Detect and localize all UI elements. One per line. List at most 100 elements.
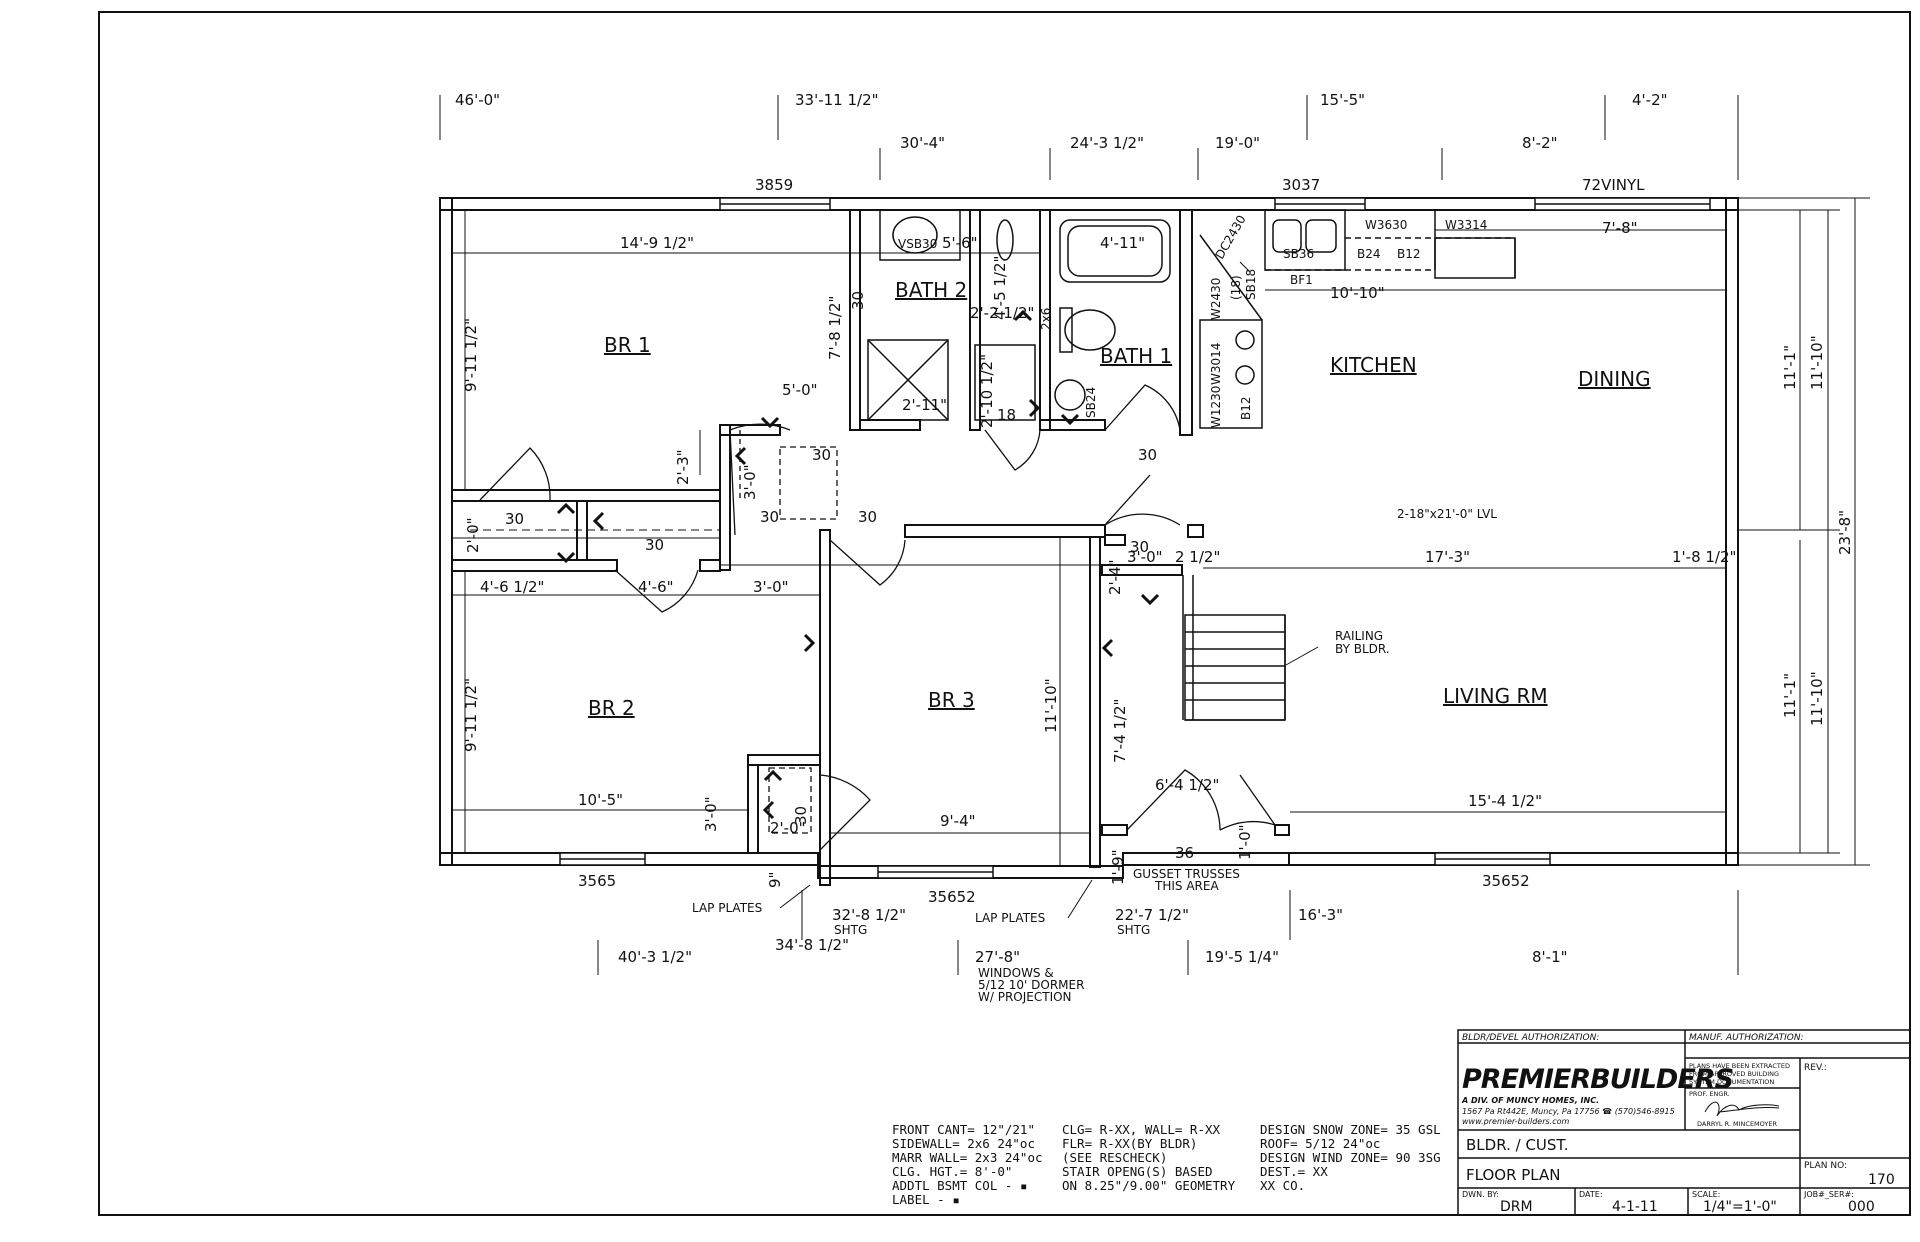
plan-notes: 2-18"x21'-0" LVL RAILING BY BLDR. xyxy=(1335,507,1497,656)
tb-dwn-by-label: DWN. BY: xyxy=(1462,1190,1499,1199)
tb-plans-note: SYSTEM DOCUMENTATION xyxy=(1689,1078,1774,1086)
windows xyxy=(559,197,1711,879)
label-w3014: W3014 xyxy=(1209,343,1223,385)
company-logo: PREMIERBUILDERS xyxy=(1462,1064,1733,1095)
tb-plans-note: PLANS HAVE BEEN EXTRACTED xyxy=(1689,1062,1790,1070)
window-top-3: 72VINYL xyxy=(1582,176,1645,194)
door-size: 30 xyxy=(812,446,831,464)
dim-top-overall: 46'-0" xyxy=(455,91,500,109)
interior-dimensions: 14'-9 1/2" 9'-11 1/2" 10'-5" 9'-11 1/2" … xyxy=(462,219,1854,888)
dim-bottom-mid-2: 22'-7 1/2" xyxy=(1115,906,1189,924)
dim-hall-b: 4'-6" xyxy=(638,578,674,596)
label-bf1: BF1 xyxy=(1290,273,1313,287)
tb-job-label: JOB#_SER#: xyxy=(1803,1190,1854,1199)
stairs xyxy=(1182,575,1286,721)
dim-bath2-a: 5'-6" xyxy=(942,234,978,252)
window-bottom-2: 35652 xyxy=(928,888,976,906)
tb-prof-engr: PROF. ENGR. xyxy=(1689,1090,1730,1098)
dim-br3-width: 9'-4" xyxy=(940,812,976,830)
tb-job: 000 xyxy=(1848,1199,1875,1215)
tb-date: 4-1-11 xyxy=(1612,1199,1658,1215)
dim-bottom-5: 8'-1" xyxy=(1532,948,1568,966)
dim-right-h2: 11'-10" xyxy=(1808,335,1826,390)
tb-division: A DIV. OF MUNCY HOMES, INC. xyxy=(1461,1096,1599,1105)
dim-br3-height: 11'-10" xyxy=(1042,678,1060,733)
note-col3: ROOF= 5/12 24"oc xyxy=(1260,1136,1380,1151)
dim-living-width: 17'-3" xyxy=(1425,548,1470,566)
note-col3: XX CO. xyxy=(1260,1178,1305,1193)
railing-note-2: BY BLDR. xyxy=(1335,642,1390,656)
dim-hall-c: 3'-0" xyxy=(753,578,789,596)
shtg-label-2: SHTG xyxy=(1117,923,1150,937)
dim-top-row2-4: 8'-2" xyxy=(1522,134,1558,152)
dim-top-3: 15'-5" xyxy=(1320,91,1365,109)
room-label-br1: BR 1 xyxy=(604,333,651,357)
dim-top-row2-3: 19'-0" xyxy=(1215,134,1260,152)
tb-bldr-cust: BLDR. / CUST. xyxy=(1466,1136,1569,1154)
tb-dwn-by: DRM xyxy=(1500,1199,1533,1215)
door-size: 30 xyxy=(849,291,867,310)
door-size: 18 xyxy=(997,406,1016,424)
dim-bottom-mid-3: 16'-3" xyxy=(1298,906,1343,924)
dim-dining-width: 7'-8" xyxy=(1602,219,1638,237)
dim-living-right: 1'-8 1/2" xyxy=(1672,548,1736,566)
dim-living-width-2: 15'-4 1/2" xyxy=(1468,792,1542,810)
note-col1: ADDTL BSMT COL - ▪ xyxy=(892,1178,1027,1193)
label-vsb30: VSB30 xyxy=(898,237,937,251)
door-size: 30 xyxy=(792,806,810,825)
bath-fixtures xyxy=(867,209,1171,421)
railing-note-1: RAILING xyxy=(1335,629,1383,643)
engineer-signature xyxy=(1704,1101,1780,1117)
dim-right-h3: 11'-1" xyxy=(1781,673,1799,718)
dim-right-h4: 11'-10" xyxy=(1808,671,1826,726)
dim-bottom-1: 40'-3 1/2" xyxy=(618,948,692,966)
dim-br1-width: 14'-9 1/2" xyxy=(620,234,694,252)
dim-top-2: 33'-11 1/2" xyxy=(795,91,879,109)
door-size: 30 xyxy=(505,510,524,528)
tb-date-label: DATE: xyxy=(1579,1190,1603,1199)
room-label-dining: DINING xyxy=(1578,367,1651,391)
dim-stair-e: 6'-4 1/2" xyxy=(1155,776,1219,794)
dim-top-row2-2: 24'-3 1/2" xyxy=(1070,134,1144,152)
tb-scale-label: SCALE: xyxy=(1692,1190,1720,1199)
bottom-dimensions: 3565 35652 35652 40'-3 1/2" 34'-8 1/2" 2… xyxy=(578,867,1568,1004)
dim-top-row2-1: 30'-4" xyxy=(900,134,945,152)
dim-right-h1: 11'-1" xyxy=(1781,345,1799,390)
room-label-kitchen: KITCHEN xyxy=(1330,353,1417,377)
title-block xyxy=(1457,1029,1911,1216)
lap-plates-label-1: LAP PLATES xyxy=(692,901,762,915)
label-b12-2: B12 xyxy=(1239,396,1253,420)
dim-bottom-4: 19'-5 1/4" xyxy=(1205,948,1279,966)
note-col1: MARR WALL= 2x3 24"oc xyxy=(892,1150,1043,1165)
dim-bath2-d: 2'-2 1/2" xyxy=(970,304,1034,322)
note-col1: LABEL - ▪ xyxy=(892,1192,960,1207)
dim-br2-width: 10'-5" xyxy=(578,791,623,809)
tb-plan-no: 170 xyxy=(1868,1172,1895,1188)
tb-rev: REV.: xyxy=(1804,1063,1827,1073)
dim-top-4: 4'-2" xyxy=(1632,91,1668,109)
tb-web: www.premier-builders.com xyxy=(1462,1117,1570,1126)
note-col3: DEST.= XX xyxy=(1260,1164,1328,1179)
tb-engineer: DARRYL R. MINCEMOYER xyxy=(1697,1120,1778,1128)
dim-kitchen-width: 10'-10" xyxy=(1330,284,1385,302)
dim-stair-c: 2'-4" xyxy=(1106,559,1124,595)
gusset-note-1: GUSSET TRUSSES xyxy=(1133,867,1240,881)
beam-note: 2-18"x21'-0" LVL xyxy=(1397,507,1497,521)
fixture-labels: VSB30 SB36 B24 B12 W3630 W3314 BF1 DC243… xyxy=(898,213,1487,428)
door-size: 30 xyxy=(760,508,779,526)
room-labels: BR 1 BR 2 BR 3 BATH 2 BATH 1 KITCHEN DIN… xyxy=(588,278,1651,720)
tb-address: 1567 Pa Rt442E, Muncy, Pa 17756 ☎ (570)5… xyxy=(1462,1107,1675,1116)
door-size-labels: 30 30 30 30 30 30 30 30 18 36 30 xyxy=(505,291,1194,862)
dormer-note-3: W/ PROJECTION xyxy=(978,990,1072,1004)
note-col1: SIDEWALL= 2x6 24"oc xyxy=(892,1136,1035,1151)
dormer-note-1: WINDOWS & xyxy=(978,966,1054,980)
dim-bath2-b: 4'-5 1/2" xyxy=(991,256,1009,320)
label-b24: B24 xyxy=(1357,247,1381,261)
dim-bath1-a: 4'-11" xyxy=(1100,234,1145,252)
dim-bottom-3: 27'-8" xyxy=(975,948,1020,966)
window-top-2: 3037 xyxy=(1282,176,1320,194)
tb-plan-no-label: PLAN NO: xyxy=(1804,1161,1847,1171)
note-col2: ON 8.25"/9.00" GEOMETRY xyxy=(1062,1178,1236,1193)
dimension-lines xyxy=(439,95,1870,975)
